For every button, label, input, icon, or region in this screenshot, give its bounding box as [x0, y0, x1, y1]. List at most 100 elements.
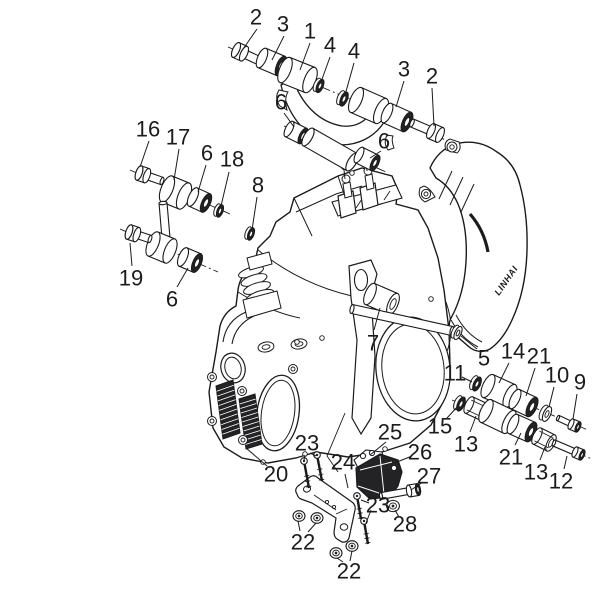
callout-leader [283, 112, 295, 128]
callout-leader [344, 473, 349, 489]
callout-5: 5 [478, 346, 490, 371]
callout-leader [336, 557, 344, 563]
callout-leader [369, 441, 387, 456]
callout-leader [396, 455, 413, 463]
callout-25: 25 [378, 420, 402, 445]
callout-2: 2 [250, 5, 262, 30]
callout-16: 16 [136, 117, 160, 142]
cover-ear-hole [420, 188, 432, 200]
callout-leader [548, 386, 555, 408]
callout-leader [446, 405, 459, 419]
callout-22: 22 [337, 559, 361, 584]
callout-28: 28 [393, 512, 417, 537]
hardware-parts [124, 42, 586, 559]
callout-leader [410, 481, 424, 491]
intake-stub [238, 251, 282, 319]
callout-leader [245, 447, 268, 467]
callout-8: 8 [252, 173, 264, 198]
callout-20: 20 [264, 462, 288, 487]
callout-7: 7 [367, 331, 379, 356]
callout-leader [309, 452, 317, 457]
oil-window [220, 352, 246, 384]
cover-rim-lines [450, 314, 483, 348]
callout-leader [498, 362, 510, 384]
callout-leader [139, 140, 150, 168]
callout-14: 14 [501, 339, 525, 364]
callout-19: 19 [119, 266, 143, 291]
cover-rim-dark [468, 212, 490, 253]
cvt-cover-shell [429, 141, 528, 353]
callout-2: 2 [426, 64, 438, 89]
hanger-ear-left [276, 89, 289, 112]
engine-mount-group [295, 449, 403, 543]
callout-leader [525, 367, 536, 397]
callout-leader [514, 432, 522, 446]
callout-leader [297, 520, 301, 532]
callout-15: 15 [428, 414, 452, 439]
callout-leader [572, 393, 578, 420]
callout-27: 27 [417, 464, 441, 489]
ignition-coil [337, 164, 357, 219]
callout-13: 13 [524, 460, 548, 485]
engine-mount-26 [355, 453, 403, 500]
callout-leader [173, 148, 180, 181]
cover-ear-hole-inner [423, 191, 429, 197]
callout-leader [369, 150, 382, 159]
callout-leader [251, 196, 258, 231]
callout-12: 12 [549, 469, 573, 494]
callout-23: 23 [366, 493, 390, 518]
cover-hatch [438, 170, 475, 213]
mount-stud [391, 465, 397, 471]
callout-leader [307, 522, 317, 533]
callout-10: 10 [545, 363, 569, 388]
callout-17: 17 [166, 125, 190, 150]
callout-leader [129, 242, 133, 267]
callout-22: 22 [291, 530, 315, 555]
callout-leader [395, 80, 405, 108]
callout-6: 6 [275, 90, 287, 115]
callout-leader [271, 35, 285, 61]
callout-leader [320, 56, 331, 83]
callout-21: 21 [499, 445, 523, 470]
callout-leader [344, 62, 355, 96]
callout-6: 6 [378, 129, 390, 154]
engine-assembly [207, 78, 452, 473]
callout-leader [303, 454, 306, 461]
callout-3: 3 [277, 12, 289, 37]
cvt-cover: LINHAI [418, 138, 528, 353]
callout-leader [394, 509, 400, 518]
callout-9: 9 [574, 370, 586, 395]
callout-leader [431, 87, 435, 127]
bracket-bend-lines [313, 494, 348, 515]
breather-hose [222, 311, 255, 345]
callout-leader [460, 335, 478, 350]
hanger-ear-right [384, 134, 395, 151]
callout-4: 4 [324, 33, 336, 58]
callout-3: 3 [398, 57, 410, 82]
callout-leader [365, 509, 372, 524]
cover-ear-hole [446, 141, 458, 153]
callout-23: 23 [295, 431, 319, 456]
callout-leader [461, 376, 473, 383]
callout-leader [360, 499, 370, 504]
cover-ear-hole-inner [449, 144, 455, 150]
callout-11: 11 [444, 361, 467, 386]
callout-21: 21 [527, 344, 551, 369]
callout-18: 18 [220, 147, 244, 172]
callout-13: 13 [454, 432, 478, 457]
callout-6: 6 [166, 287, 178, 312]
callout-4: 4 [348, 39, 360, 64]
stator-cover-circle [255, 374, 301, 452]
callout-leader [176, 267, 189, 288]
callout-24: 24 [331, 450, 355, 475]
callout-leader [373, 307, 381, 331]
callout-6: 6 [201, 141, 213, 166]
mount-link-line [326, 412, 346, 473]
mount-stud [359, 452, 367, 460]
callout-leader [563, 455, 568, 470]
callout-leader [220, 171, 230, 207]
callout-leader [469, 415, 477, 433]
